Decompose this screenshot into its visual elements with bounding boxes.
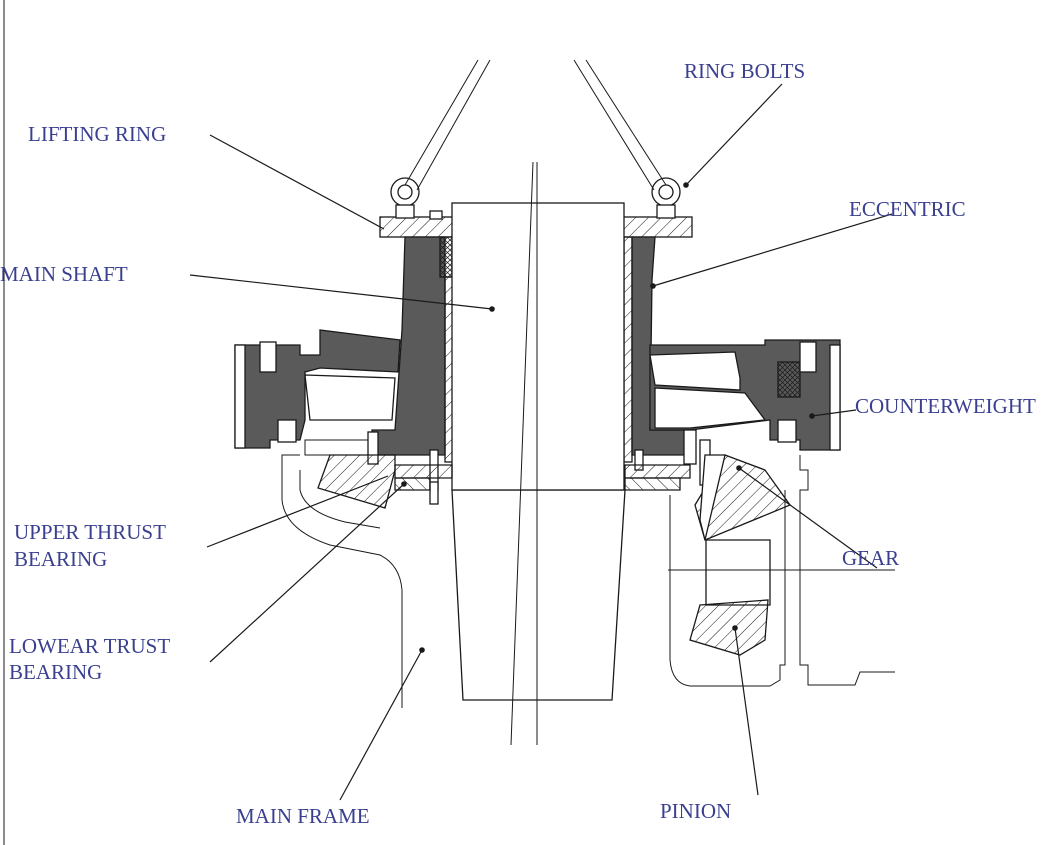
leader-lifting-ring [209, 134, 385, 230]
main-frame-left-inner [299, 470, 381, 529]
label-lower-thrust-line1: LOWEAR TRUST [9, 634, 170, 658]
main-shaft [451, 202, 625, 491]
leader-pinion [734, 627, 759, 796]
leader-upper-thrust [206, 475, 389, 548]
label-lifting-ring: LIFTING RING [28, 122, 166, 146]
pinion-housing [669, 490, 786, 687]
counterweight-mesh [777, 361, 801, 398]
label-upper-thrust-line2: BEARING [14, 547, 107, 571]
main-shaft-cone [451, 489, 626, 701]
main-frame-left [281, 454, 403, 708]
leader-ring-bolts [685, 83, 783, 186]
main-frame-right [799, 455, 895, 686]
leader-main-frame [339, 649, 423, 801]
label-main-shaft: MAIN SHAFT [0, 262, 128, 286]
leader-eccentric [652, 213, 893, 287]
label-main-frame: MAIN FRAME [236, 804, 370, 828]
sling-left [404, 59, 491, 191]
label-gear: GEAR [842, 546, 899, 570]
label-counterweight: COUNTERWEIGHT [855, 394, 1036, 418]
leader-gear [738, 467, 878, 569]
upper-thrust-bearing [317, 454, 396, 509]
sling-right [573, 59, 667, 191]
leader-counterweight [811, 409, 857, 417]
label-lower-thrust-line2: BEARING [9, 660, 102, 684]
label-ring-bolts: RING BOLTS [684, 59, 805, 83]
pinion-shaft [705, 539, 771, 606]
pinion [689, 599, 769, 656]
leader-main-shaft [189, 274, 493, 310]
leader-lower-thrust [209, 483, 405, 663]
centerline-a [510, 161, 534, 746]
lower-thrust-bearing [394, 477, 431, 491]
label-upper-thrust-line1: UPPER THRUST [14, 520, 166, 544]
label-pinion: PINION [660, 799, 731, 823]
label-eccentric: ECCENTRIC [849, 197, 966, 221]
